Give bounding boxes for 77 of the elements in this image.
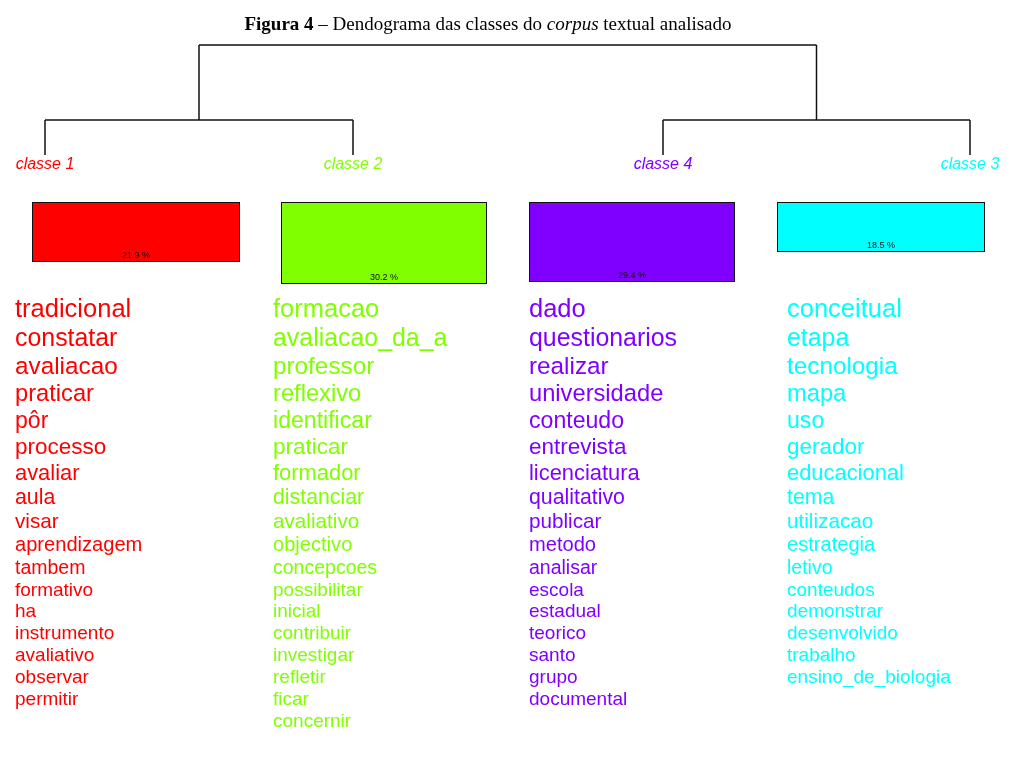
- word-label: contribuir: [273, 622, 352, 645]
- word-label: metodo: [529, 533, 597, 557]
- word-label: professor: [273, 351, 375, 380]
- word-label: formativo: [15, 578, 94, 601]
- word-label: licenciatura: [529, 459, 640, 485]
- word-label: entrevista: [529, 433, 627, 460]
- word-label: inicial: [273, 600, 321, 623]
- word-label: tecnologia: [787, 351, 898, 380]
- percentage-label: 18.5 %: [867, 240, 895, 250]
- percentage-label: 30.2 %: [370, 272, 398, 282]
- word-label: investigar: [273, 644, 355, 666]
- word-label: avaliar: [15, 459, 80, 485]
- word-label: aula: [15, 484, 56, 510]
- word-label: conceitual: [787, 294, 902, 324]
- word-label: conteudos: [787, 578, 875, 601]
- word-label: visar: [15, 509, 59, 534]
- word-label: ha: [15, 600, 37, 623]
- percentage-label: 21.9 %: [122, 250, 150, 260]
- word-label: processo: [15, 433, 107, 460]
- word-label: concernir: [273, 709, 352, 732]
- word-label: constatar: [15, 323, 118, 352]
- word-label: escola: [529, 578, 584, 601]
- word-label: educacional: [787, 459, 904, 485]
- word-label: tradicional: [15, 294, 132, 324]
- word-label: concepcoes: [273, 556, 378, 579]
- word-label: uso: [787, 407, 825, 434]
- word-label: estadual: [529, 600, 601, 623]
- class-label: classe 3: [940, 155, 1000, 173]
- word-label: etapa: [787, 323, 850, 352]
- word-label: desenvolvido: [787, 622, 898, 645]
- word-label: realizar: [529, 351, 609, 380]
- word-label: observar: [15, 665, 89, 688]
- word-label: tema: [787, 484, 835, 510]
- word-label: teorico: [529, 622, 587, 645]
- class-label: classe 2: [323, 155, 383, 173]
- word-label: refletir: [273, 665, 326, 688]
- word-label: ensino_de_biologia: [787, 665, 951, 688]
- word-label: tambem: [15, 556, 86, 579]
- word-label: avaliacao: [15, 351, 118, 380]
- word-label: formador: [273, 459, 361, 485]
- word-label: santo: [529, 644, 576, 666]
- word-label: demonstrar: [787, 600, 884, 623]
- class-label: classe 4: [633, 155, 693, 173]
- word-label: dado: [529, 294, 586, 324]
- word-label: possibilitar: [273, 578, 363, 601]
- word-label: publicar: [529, 509, 602, 534]
- word-label: permitir: [15, 687, 79, 710]
- word-label: avaliativo: [15, 644, 95, 666]
- word-label: estrategia: [787, 533, 876, 557]
- word-label: identificar: [273, 407, 372, 434]
- word-label: qualitativo: [529, 484, 625, 510]
- word-label: gerador: [787, 433, 865, 460]
- word-label: formacao: [273, 294, 380, 324]
- word-label: avaliativo: [273, 509, 360, 534]
- word-label: objectivo: [273, 533, 353, 557]
- word-label: aprendizagem: [15, 533, 143, 557]
- word-label: instrumento: [15, 622, 115, 645]
- word-label: reflexivo: [273, 379, 362, 408]
- word-label: documental: [529, 687, 628, 710]
- word-label: questionarios: [529, 323, 678, 352]
- word-label: ficar: [273, 687, 309, 710]
- word-label: avaliacao_da_a: [273, 323, 448, 352]
- word-label: conteudo: [529, 407, 625, 434]
- word-label: praticar: [273, 433, 349, 460]
- word-label: praticar: [15, 379, 94, 408]
- percentage-label: 29.4 %: [618, 270, 646, 280]
- word-label: grupo: [529, 665, 578, 688]
- word-label: utilizacao: [787, 509, 874, 534]
- word-label: pôr: [15, 407, 49, 434]
- word-label: distanciar: [273, 484, 365, 510]
- word-label: analisar: [529, 556, 598, 579]
- word-label: trabalho: [787, 644, 856, 666]
- figure-title: Figura 4 – Dendograma das classes do corpus textual analisado: [243, 13, 733, 35]
- word-label: mapa: [787, 379, 847, 408]
- word-label: universidade: [529, 379, 664, 408]
- class-label: classe 1: [15, 155, 75, 173]
- word-label: letivo: [787, 556, 833, 579]
